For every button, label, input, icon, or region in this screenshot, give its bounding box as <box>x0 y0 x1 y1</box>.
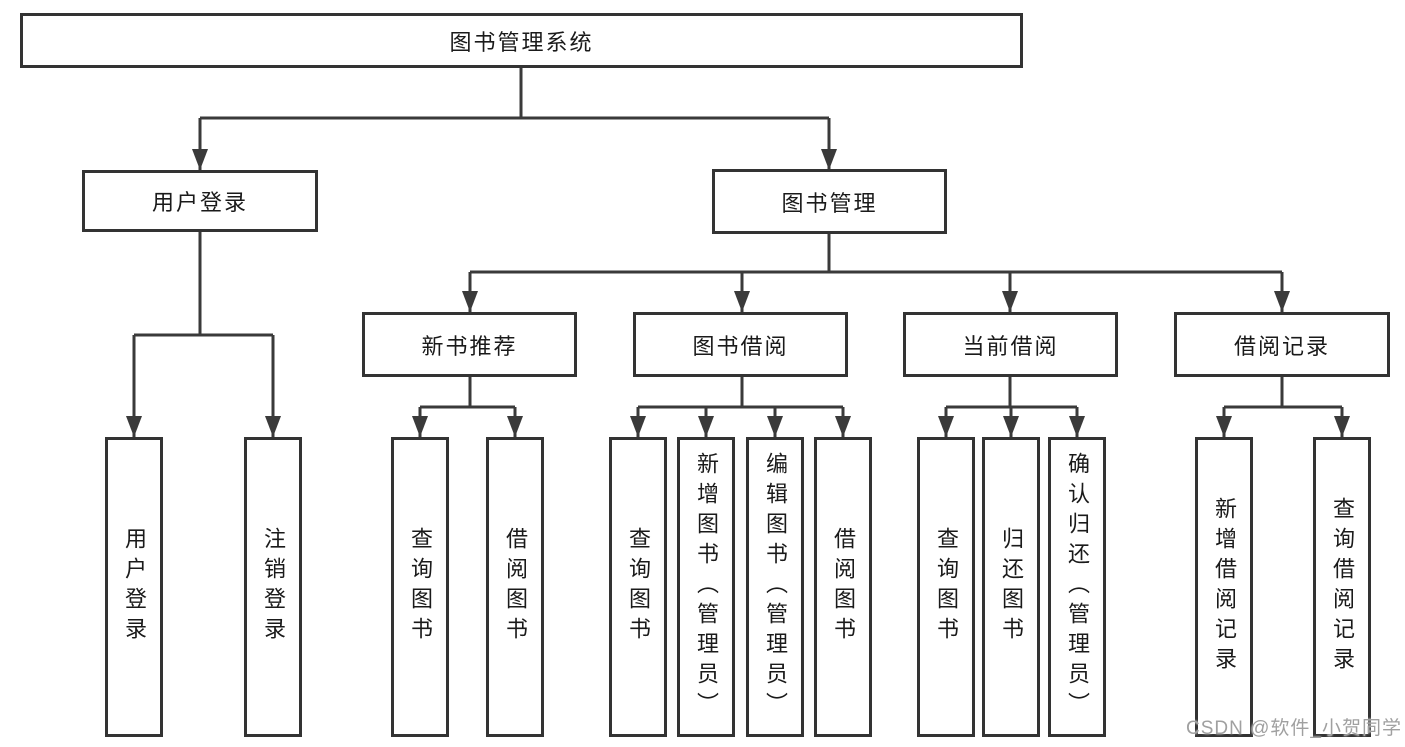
leaf-borrow-borrow-book-label: 借阅图书 <box>831 527 856 647</box>
leaf-borrow-query-book: 查询图书 <box>609 437 667 737</box>
node-book-management: 图书管理 <box>712 169 947 234</box>
node-user-login-label: 用户登录 <box>151 190 248 215</box>
leaf-current-query-book-label: 查询图书 <box>934 527 959 647</box>
leaf-recommend-borrow-book: 借阅图书 <box>486 437 544 737</box>
node-current-borrow: 当前借阅 <box>903 312 1118 377</box>
leaf-recommend-query-book: 查询图书 <box>391 437 449 737</box>
node-root: 图书管理系统 <box>20 13 1023 68</box>
leaf-user-login-label: 用户登录 <box>122 527 147 647</box>
leaf-current-confirm-return-admin-label: 确认归还（管理员） <box>1065 452 1090 722</box>
node-root-label: 图书管理系统 <box>449 29 594 55</box>
node-current-borrow-label: 当前借阅 <box>962 333 1059 359</box>
node-new-book-recommend-label: 新书推荐 <box>421 333 518 359</box>
leaf-borrow-borrow-book: 借阅图书 <box>814 437 872 737</box>
leaf-records-query-record-label: 查询借阅记录 <box>1330 497 1355 677</box>
node-user-login: 用户登录 <box>82 170 318 232</box>
node-book-management-label: 图书管理 <box>781 190 878 216</box>
leaf-recommend-query-book-label: 查询图书 <box>408 527 433 647</box>
leaf-borrow-add-book-admin: 新增图书（管理员） <box>677 437 735 737</box>
leaf-borrow-edit-book-admin-label: 编辑图书（管理员） <box>763 452 788 722</box>
leaf-borrow-edit-book-admin: 编辑图书（管理员） <box>746 437 804 737</box>
node-book-borrow: 图书借阅 <box>633 312 848 377</box>
leaf-records-add-record: 新增借阅记录 <box>1195 437 1253 737</box>
node-borrow-records-label: 借阅记录 <box>1233 333 1330 359</box>
leaf-records-add-record-label: 新增借阅记录 <box>1212 497 1237 677</box>
leaf-user-login: 用户登录 <box>105 437 163 737</box>
watermark: CSDN @软件_小贺同学 <box>1186 718 1402 739</box>
leaf-borrow-query-book-label: 查询图书 <box>626 527 651 647</box>
node-new-book-recommend: 新书推荐 <box>362 312 577 377</box>
leaf-logout: 注销登录 <box>244 437 302 737</box>
leaf-current-return-book: 归还图书 <box>982 437 1040 737</box>
arrowheads <box>126 149 1350 437</box>
leaf-recommend-borrow-book-label: 借阅图书 <box>503 527 528 647</box>
leaf-logout-label: 注销登录 <box>261 527 286 647</box>
leaf-current-confirm-return-admin: 确认归还（管理员） <box>1048 437 1106 737</box>
leaf-records-query-record: 查询借阅记录 <box>1313 437 1371 737</box>
node-book-borrow-label: 图书借阅 <box>692 333 789 359</box>
leaf-current-query-book: 查询图书 <box>917 437 975 737</box>
node-borrow-records: 借阅记录 <box>1174 312 1390 377</box>
leaf-borrow-add-book-admin-label: 新增图书（管理员） <box>694 452 719 722</box>
leaf-current-return-book-label: 归还图书 <box>999 527 1024 647</box>
